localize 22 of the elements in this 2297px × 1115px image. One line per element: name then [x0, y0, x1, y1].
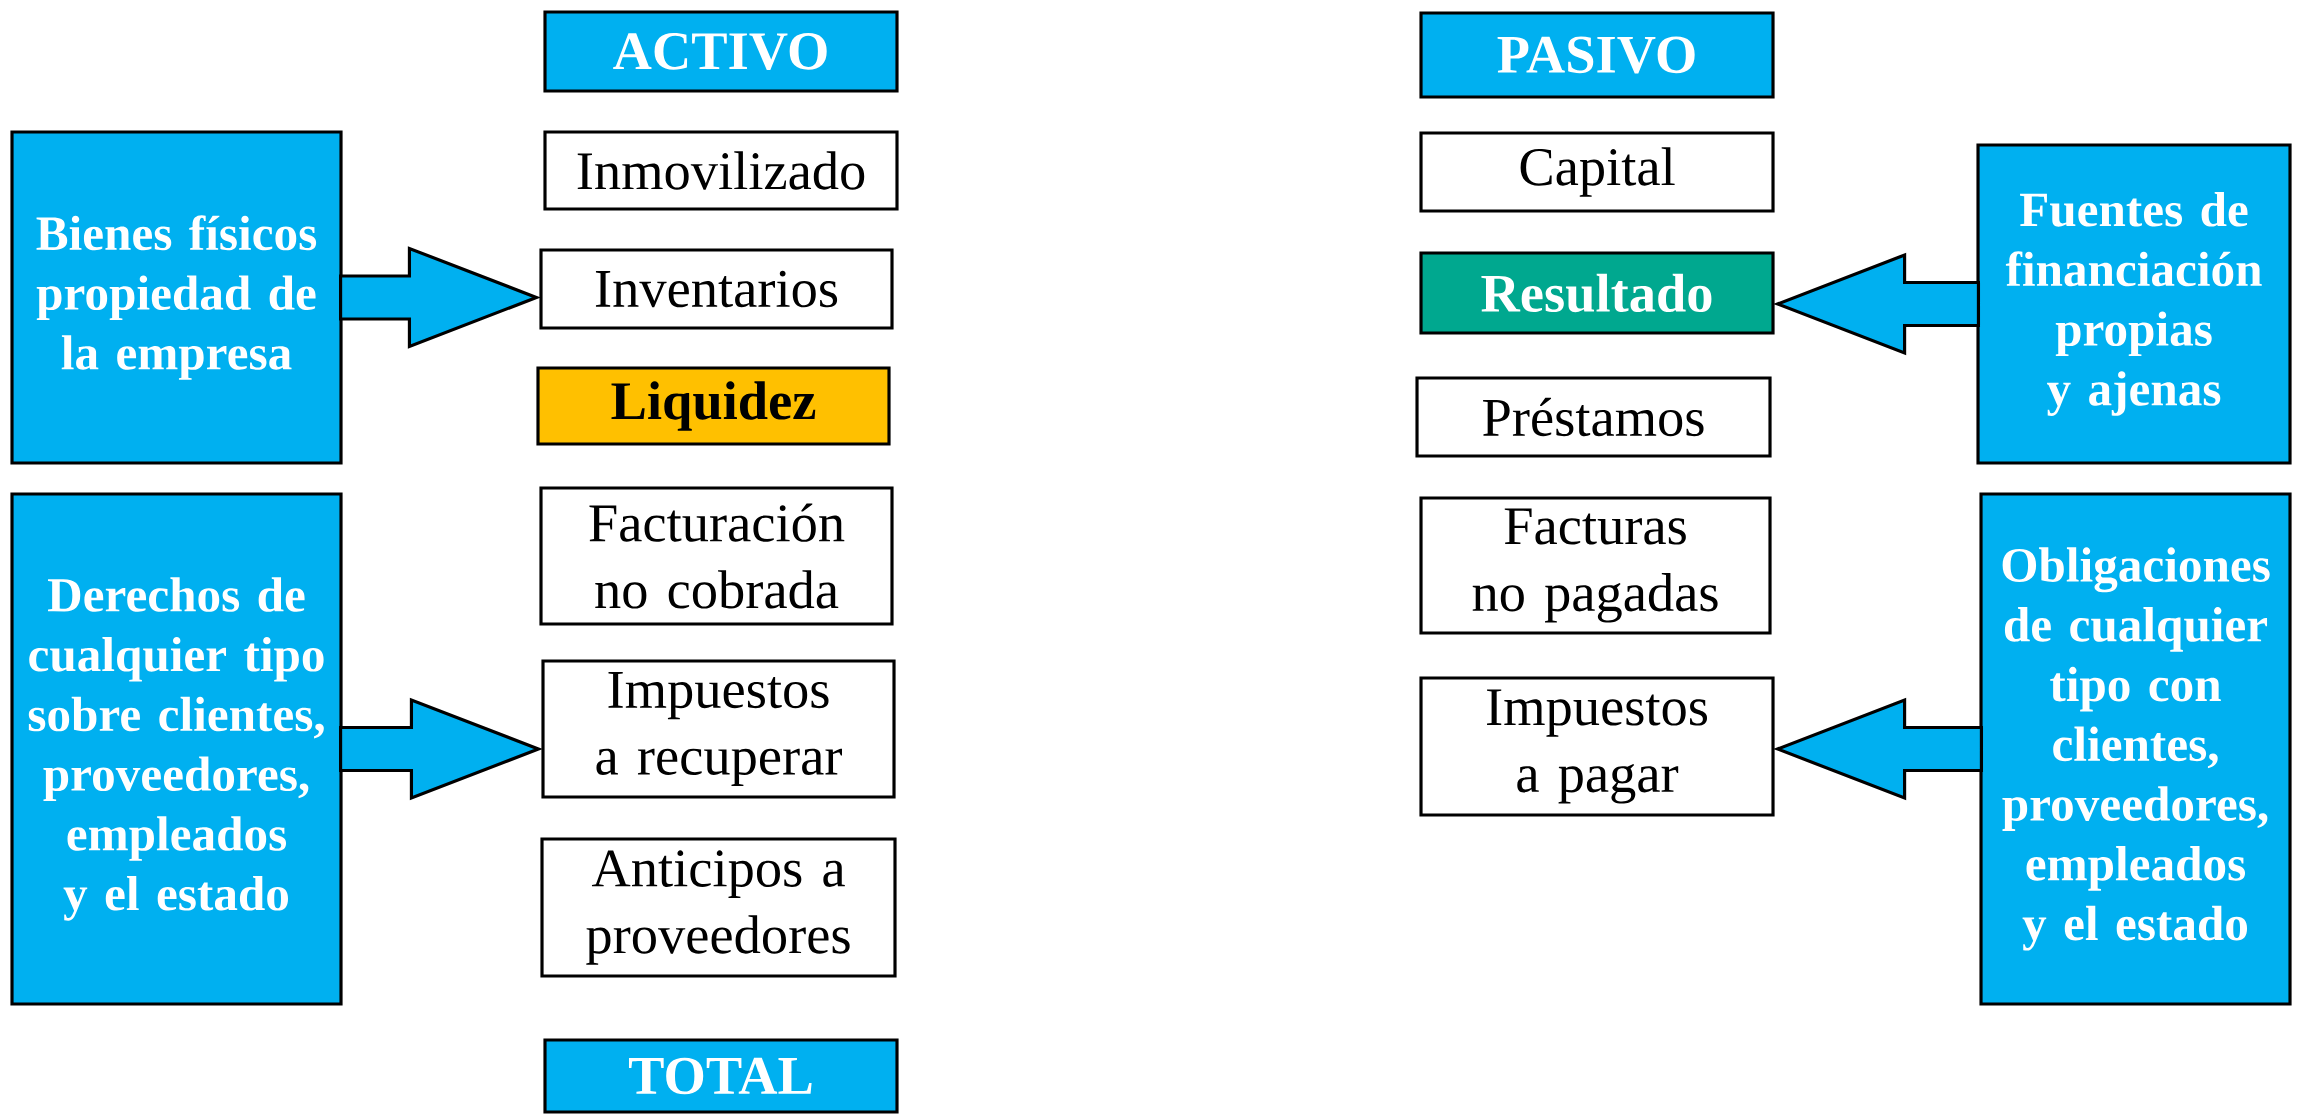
account-box: Anticipos a proveedores	[540, 837, 897, 978]
account-box: Facturas no pagadas	[1419, 496, 1772, 635]
header-box: PASIVO	[1419, 11, 1775, 99]
callout-box: Bienes físicos propiedad de la empresa	[10, 130, 343, 465]
account-box: Inmovilizado	[543, 130, 899, 211]
callout-box: Derechos de cualquier tipo sobre clientes, proveedores, empleados y el estado	[10, 492, 343, 1006]
block-arrow	[1773, 697, 1983, 801]
account-box: Resultado	[1419, 251, 1775, 335]
block-arrow	[339, 246, 541, 349]
header-box: ACTIVO	[543, 10, 899, 93]
account-box: Liquidez	[536, 366, 891, 446]
account-box: Préstamos	[1415, 376, 1772, 458]
callout-box: Obligaciones de cualquier tipo con clientes, proveedores, empleados y el estado	[1979, 492, 2292, 1006]
callout-box: Fuentes de financiación propias y ajenas	[1976, 143, 2292, 465]
block-arrow	[1773, 252, 1980, 356]
account-box: Impuestos a recuperar	[541, 659, 896, 799]
block-arrow	[339, 697, 543, 801]
account-box: Capital	[1419, 131, 1775, 213]
header-box: TOTAL	[543, 1038, 899, 1114]
account-box: Impuestos a pagar	[1419, 676, 1775, 817]
account-box: Inventarios	[539, 248, 894, 330]
account-box: Facturación no cobrada	[539, 486, 894, 626]
